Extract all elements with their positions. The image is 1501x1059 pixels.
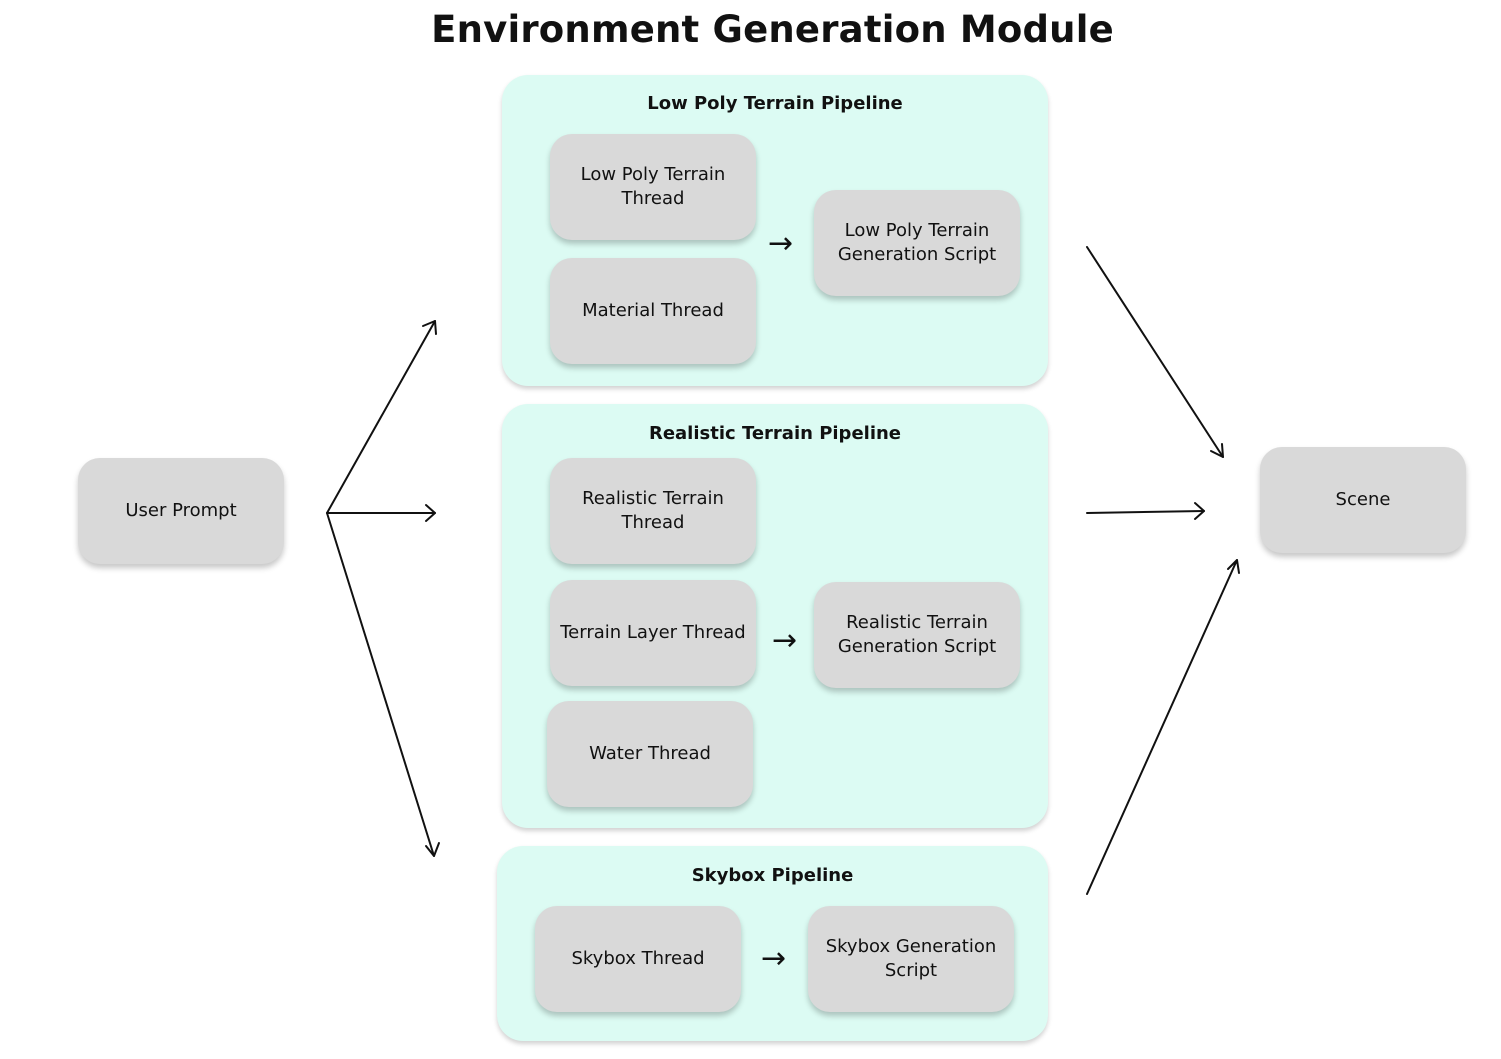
terrain-layer-thread-node: Terrain Layer Thread bbox=[550, 580, 756, 686]
realistic-terrain-pipeline: Realistic Terrain Pipeline Realistic Ter… bbox=[502, 404, 1048, 828]
skybox-generation-script-node: Skybox Generation Script bbox=[808, 906, 1014, 1012]
realistic-terrain-generation-script-node: Realistic Terrain Generation Script bbox=[814, 582, 1020, 688]
low-poly-terrain-generation-script-node: Low Poly Terrain Generation Script bbox=[814, 190, 1020, 296]
pipeline-title: Low Poly Terrain Pipeline bbox=[647, 93, 903, 114]
realistic-terrain-thread-node: Realistic Terrain Thread bbox=[550, 458, 756, 564]
arrow-to-skybox bbox=[326, 512, 435, 857]
arrow-realistic-to-scene bbox=[1086, 510, 1205, 514]
pipeline-title: Skybox Pipeline bbox=[691, 865, 854, 886]
low-poly-terrain-pipeline: Low Poly Terrain Pipeline Low Poly Terra… bbox=[502, 75, 1048, 386]
arrow-to-low-poly bbox=[326, 320, 436, 514]
skybox-thread-node: Skybox Thread bbox=[535, 906, 741, 1012]
arrow-right-icon: → bbox=[772, 623, 798, 658]
scene-node: Scene bbox=[1260, 447, 1466, 553]
material-thread-node: Material Thread bbox=[550, 258, 756, 364]
diagram-title: Environment Generation Module bbox=[431, 8, 1114, 51]
water-thread-node: Water Thread bbox=[547, 701, 753, 807]
pipeline-title: Realistic Terrain Pipeline bbox=[648, 423, 902, 444]
skybox-pipeline: Skybox Pipeline Skybox Thread Skybox Gen… bbox=[497, 846, 1048, 1041]
low-poly-terrain-thread-node: Low Poly Terrain Thread bbox=[550, 134, 756, 240]
arrow-right-icon: → bbox=[761, 941, 787, 976]
arrow-right-icon: → bbox=[768, 226, 794, 261]
arrow-low-poly-to-scene bbox=[1086, 246, 1224, 458]
arrow-skybox-to-scene bbox=[1086, 559, 1238, 895]
user-prompt-node: User Prompt bbox=[78, 458, 284, 564]
